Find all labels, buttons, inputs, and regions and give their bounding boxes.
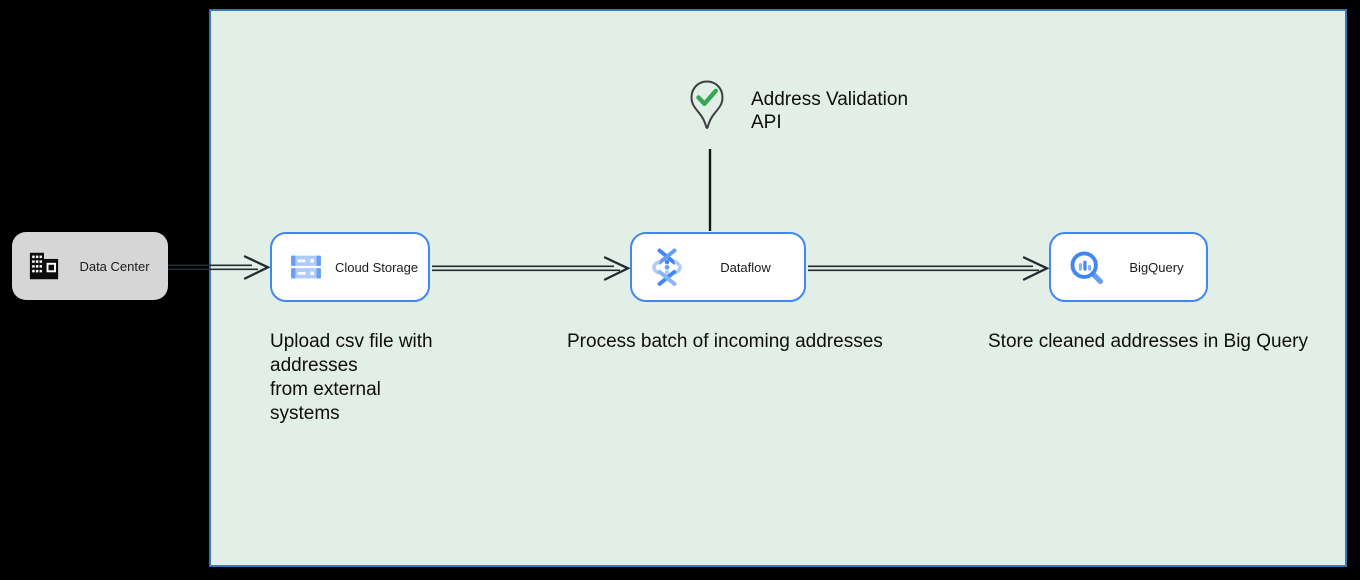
building-icon — [29, 252, 59, 280]
node-data-center: Data Center — [12, 232, 168, 300]
node-address-validation-api — [687, 79, 727, 134]
bigquery-icon — [1070, 251, 1103, 284]
caption-upload-csv: Upload csv file with addresses from exte… — [270, 331, 433, 424]
location-pin-check-icon — [690, 80, 724, 129]
node-label-dataflow: Dataflow — [720, 259, 771, 275]
address-validation-api-label: Address Validation API — [751, 89, 909, 133]
node-label-cloud-storage: Cloud Storage — [335, 259, 419, 275]
caption-store-cleaned: Store cleaned addresses in Big Query — [988, 331, 1309, 352]
node-label-data-center: Data Center — [79, 258, 150, 274]
node-bigquery: BigQuery — [1049, 232, 1208, 302]
caption-process-batch: Process batch of incoming addresses — [567, 331, 883, 352]
node-dataflow: Dataflow — [630, 232, 806, 302]
cloud-storage-icon — [291, 255, 321, 279]
dataflow-icon — [652, 248, 682, 286]
node-cloud-storage: Cloud Storage — [270, 232, 430, 302]
node-label-bigquery: BigQuery — [1129, 259, 1184, 275]
